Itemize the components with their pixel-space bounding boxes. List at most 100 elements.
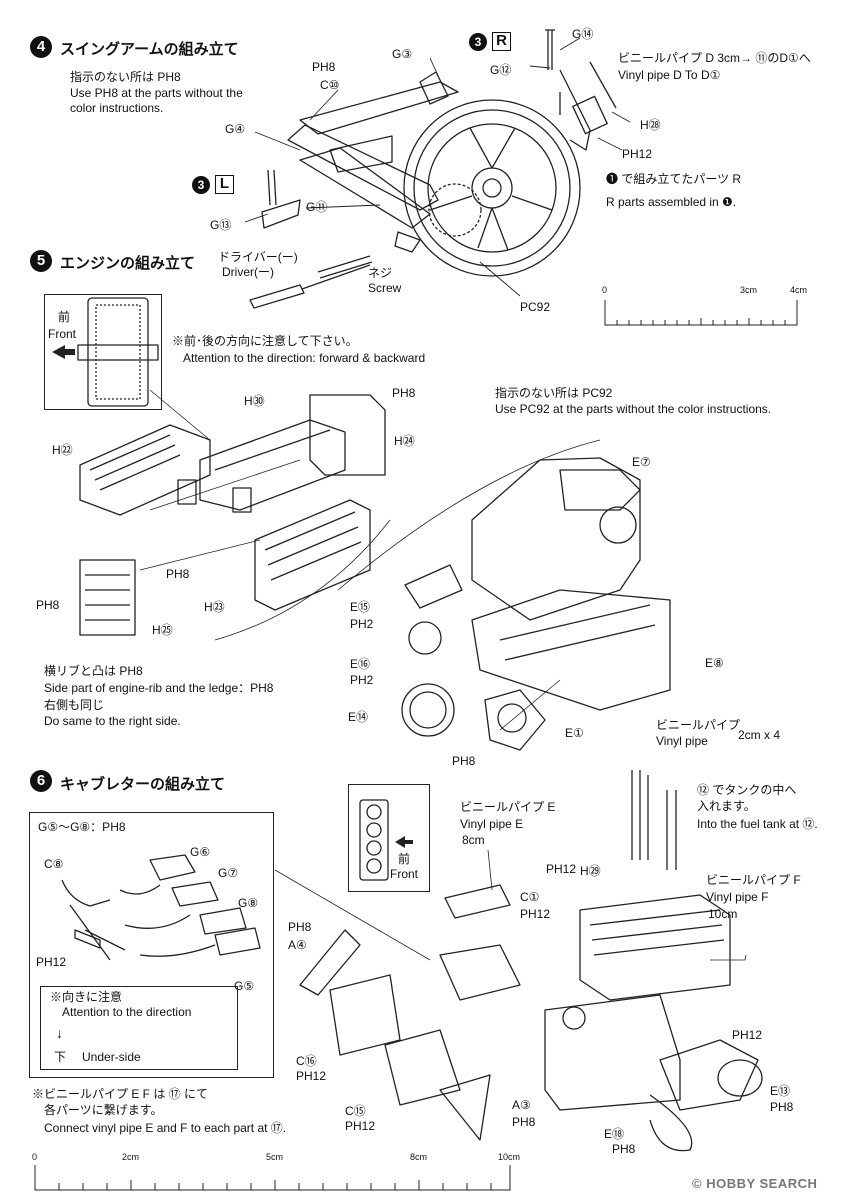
scale-bottom-tick-2: 2cm [122,1152,140,1162]
part-label-ph2-a: PH2 [350,617,374,631]
part-label-e14: E⑭ [348,710,369,724]
part-label-pc92: PC92 [520,300,551,314]
step4-note-en2: color instructions. [70,101,164,115]
part-label-g13: G⑬ [210,218,232,232]
underside-en: Under-side [82,1050,141,1064]
scale-bottom-tick-0: 0 [32,1152,38,1162]
part-label-h22: H㉒ [52,443,73,457]
vinyl-pipe-d-jp: ビニールパイプ D 3cm→ ⑪のD①へ [618,51,811,65]
part-label-e7: E⑦ [632,455,651,469]
part-label-ph2-b: PH2 [350,673,374,687]
tank-en: Into the fuel tank at ⑫. [697,817,818,831]
underside-jp: 下 [54,1050,67,1064]
engine-crankcase-drawing [79,389,391,641]
tank-jp: ⑫ でタンクの中へ [697,783,797,797]
scale-bottom-tick-10: 10cm [498,1152,521,1162]
part-label-g3: G③ [392,47,413,61]
direction-en: Attention to the direction [62,1005,192,1019]
down-arrow-icon: ↓ [56,1025,63,1041]
part-label-ph12-b: PH12 [520,907,551,921]
carburetor-parts-drawing [61,854,261,961]
same-side-en: Do same to the right side. [44,714,181,728]
part-label-g12: G⑫ [490,63,512,77]
step-number-4: 4 [30,36,52,58]
assembled-parts-en: R parts assembled in ❶. [606,195,737,209]
step-title-swingarm: スイングアームの組み立て [60,41,239,58]
carb-front-inset [348,784,430,892]
attention-direction-en: Attention to the direction: forward & ba… [183,351,426,365]
connect-jp: ※ビニールパイプ E F は ⑰ にて [32,1087,209,1101]
part-label-c10: C⑩ [320,78,340,92]
part-label-ph8-f: PH8 [512,1115,536,1129]
vinyl-f-en: Vinyl pipe F [706,890,769,904]
rib-note-en: Side part of engine-rib and the ledge：PH… [44,681,274,695]
front-direction-inset [44,294,162,410]
part-label-e1: E① [565,726,584,740]
part-label-h25: H㉕ [152,623,173,637]
part-label-c8: C⑧ [44,857,64,871]
part-label-g4: G④ [225,122,246,136]
part-label-ph8-a: PH8 [392,386,416,400]
scale-top-tick-4: 4cm [790,285,808,295]
part-label-h23: H㉓ [204,600,225,614]
badge-left: L [215,175,234,194]
part-label-e13: E⑬ [770,1084,791,1098]
step4-note-en1: Use PH8 at the parts without the [70,86,243,100]
vinyl-en: Vinyl pipe [656,734,708,748]
badge-right: R [492,32,511,51]
front-en: Front [48,327,77,341]
scale-bottom-tick-5: 5cm [266,1152,284,1162]
connect-en: Connect vinyl pipe E and F to each part … [44,1121,287,1135]
carburetor-inset [29,812,274,1078]
part-label-ph8-c: PH8 [36,598,60,612]
front-jp: 前 [58,310,71,324]
connect-jp2: 各パーツに繋げます。 [44,1103,163,1117]
part-label-ph12-e: PH12 [345,1119,376,1133]
scale-top-tick-0: 0 [602,285,608,295]
scale-bottom-tick-8: 8cm [410,1152,428,1162]
part-label-ph12-f: PH12 [732,1028,763,1042]
vinyl-length: 2cm x 4 [738,728,781,742]
part-label-c16: C⑯ [296,1054,317,1068]
part-label-g6: G⑥ [190,845,211,859]
front-direction-part [77,297,159,407]
step-number-6: 6 [30,770,52,792]
part-label-ph8-b: PH8 [166,567,190,581]
part-label-g7: G⑦ [218,866,239,880]
front-en-6: Front [390,867,419,881]
part-label-ph8-g: PH8 [770,1100,794,1114]
assembled-engine-drawing [544,770,763,1152]
part-label-ph12: PH12 [622,147,653,161]
scale-top-tick-3: 3cm [740,285,758,295]
step-ref-3: 3 [192,176,210,194]
part-label-ph8-d: PH8 [452,754,476,768]
part-label-g11: G⑪ [306,200,328,214]
vinyl-f-jp: ビニールパイプ F [706,873,801,887]
rib-note-jp: 横リブと凸は PH8 [44,664,143,678]
part-label-ph8-h: PH8 [612,1142,636,1156]
part-label-h30: H㉚ [244,394,265,408]
part-label-ph12-a: PH12 [36,955,67,969]
part-label-e15: E⑮ [350,600,371,614]
front-jp-6: 前 [398,852,411,866]
pc92-note-jp: 指示のない所は PC92 [495,386,613,400]
step-title-engine: エンジンの組み立て [60,255,196,272]
vinyl-e-en: Vinyl pipe E [460,817,524,831]
direction-note-box [40,986,238,1070]
part-label-e16: E⑯ [350,657,371,671]
part-label-g14: G⑭ [572,27,594,41]
watermark: © HOBBY SEARCH [692,1176,818,1191]
assembled-parts-jp: ❶ で組み立てたパーツ R [606,172,742,186]
pc92-note-en: Use PC92 at the parts without the color … [495,402,772,416]
part-label-ph8: PH8 [312,60,336,74]
vinyl-e-jp: ビニールパイプ E [460,800,556,814]
step-number-5: 5 [30,250,52,272]
part-label-h28: H㉘ [640,118,661,132]
part-label-c15: C⑮ [345,1104,366,1118]
scale-rulers [34,300,798,1191]
carb-rack-drawing [274,799,521,1141]
g-range-note: G⑤～G⑧：PH8 [38,820,126,834]
part-label-c1: C① [520,890,540,904]
